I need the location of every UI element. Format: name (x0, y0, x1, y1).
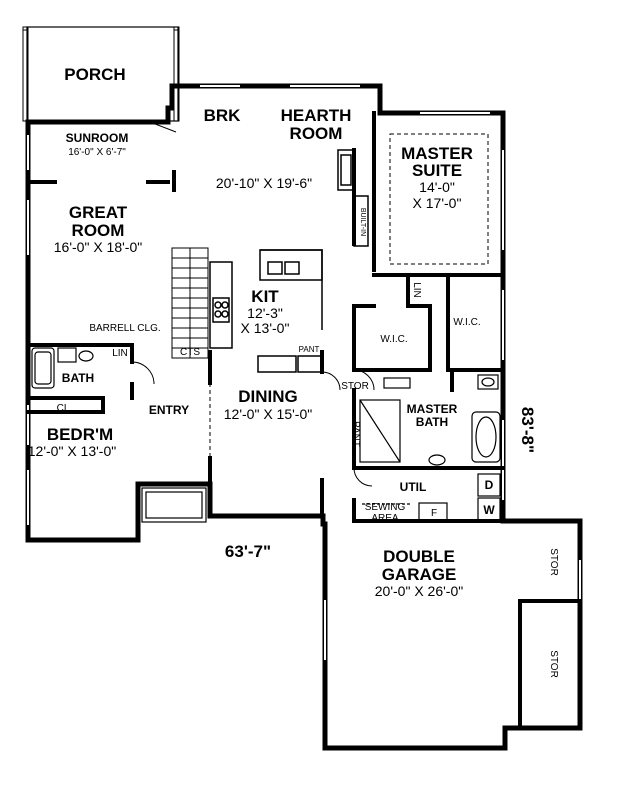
master-suite-dim-1: 14'-0" (419, 179, 455, 195)
lin-label-bath: LIN (112, 348, 128, 359)
master-suite-label-1: MASTER (401, 144, 473, 163)
master-bath-label-2: BATH (416, 415, 448, 429)
wic-label-2: W.I.C. (453, 317, 480, 328)
closet-label: CL (57, 403, 70, 414)
entry-porch (141, 487, 207, 523)
master-suite-label-2: SUITE (412, 161, 462, 180)
pantry-label: PANT (299, 345, 320, 354)
hearth-dim: 20'-10" X 19'-6" (216, 175, 312, 191)
sunroom-dim: 16'-0" X 6'-7" (68, 147, 126, 158)
great-room-dim: 16'-0" X 18'-0" (54, 239, 142, 255)
garage-label-1: DOUBLE (383, 547, 455, 566)
washer-label: W (483, 503, 495, 517)
fireplace (337, 149, 369, 247)
master-bath-fixtures (359, 374, 501, 466)
cts-label: CTS (180, 347, 200, 358)
room-labels: PORCH SUNROOM 16'-0" X 6'-7" BRK HEARTH … (28, 65, 559, 678)
bath-label: BATH (62, 371, 94, 385)
pantry-label-2: PANT (350, 421, 361, 447)
dining-dim: 12'-0" X 15'-0" (224, 406, 312, 422)
interior-walls (26, 111, 582, 730)
util-label: UTIL (400, 480, 427, 494)
builtin-label: BUILT-IN (359, 208, 366, 236)
brk-label: BRK (204, 106, 242, 125)
door-swings (131, 121, 375, 487)
kitchen-dim-2: X 13'-0" (241, 320, 290, 336)
lin-label-master: LIN (411, 282, 422, 298)
stairs (171, 247, 209, 359)
master-suite-dim-2: X 17'-0" (413, 195, 462, 211)
entry-label: ENTRY (149, 403, 189, 417)
garage-dim: 20'-0" X 26'-0" (375, 583, 463, 599)
kitchen-label: KIT (251, 287, 279, 306)
dryer-label: D (485, 478, 494, 492)
utility-appliances (362, 473, 501, 522)
great-room-label-1: GREAT (69, 203, 128, 222)
sewing-label-2: AREA (371, 513, 399, 524)
overall-dimensions: 63'-7" 83'-8" (225, 407, 537, 561)
width-dimension: 63'-7" (225, 542, 271, 561)
hearth-label-2: ROOM (290, 124, 343, 143)
bedroom-label: BEDR'M (47, 425, 113, 444)
windows (27, 85, 581, 660)
bath-fixtures (31, 347, 94, 389)
master-bath-label-1: MASTER (407, 402, 458, 416)
barrell-ceiling-label: BARRELL CLG. (89, 323, 160, 334)
bedroom-dim: 12'-0" X 13'-0" (28, 443, 116, 459)
kitchen-dim-1: 12'-3" (247, 305, 283, 321)
kitchen-counters (209, 249, 323, 373)
garage-stor-label-1: STOR (548, 548, 559, 576)
hearth-label-1: HEARTH (281, 106, 352, 125)
sunroom-label: SUNROOM (66, 131, 129, 145)
depth-dimension: 83'-8" (518, 407, 537, 453)
garage-stor-label-2: STOR (548, 650, 559, 678)
garage-label-2: GARAGE (382, 565, 457, 584)
stor-label: STOR (341, 381, 369, 392)
master-tray-ceiling (389, 133, 489, 265)
porch-label: PORCH (64, 65, 125, 84)
sewing-label-1: SEWING (365, 502, 406, 513)
dining-label: DINING (238, 387, 298, 406)
wic-label-1: W.I.C. (380, 334, 407, 345)
great-room-label-2: ROOM (72, 221, 125, 240)
freezer-label: F (431, 508, 437, 519)
